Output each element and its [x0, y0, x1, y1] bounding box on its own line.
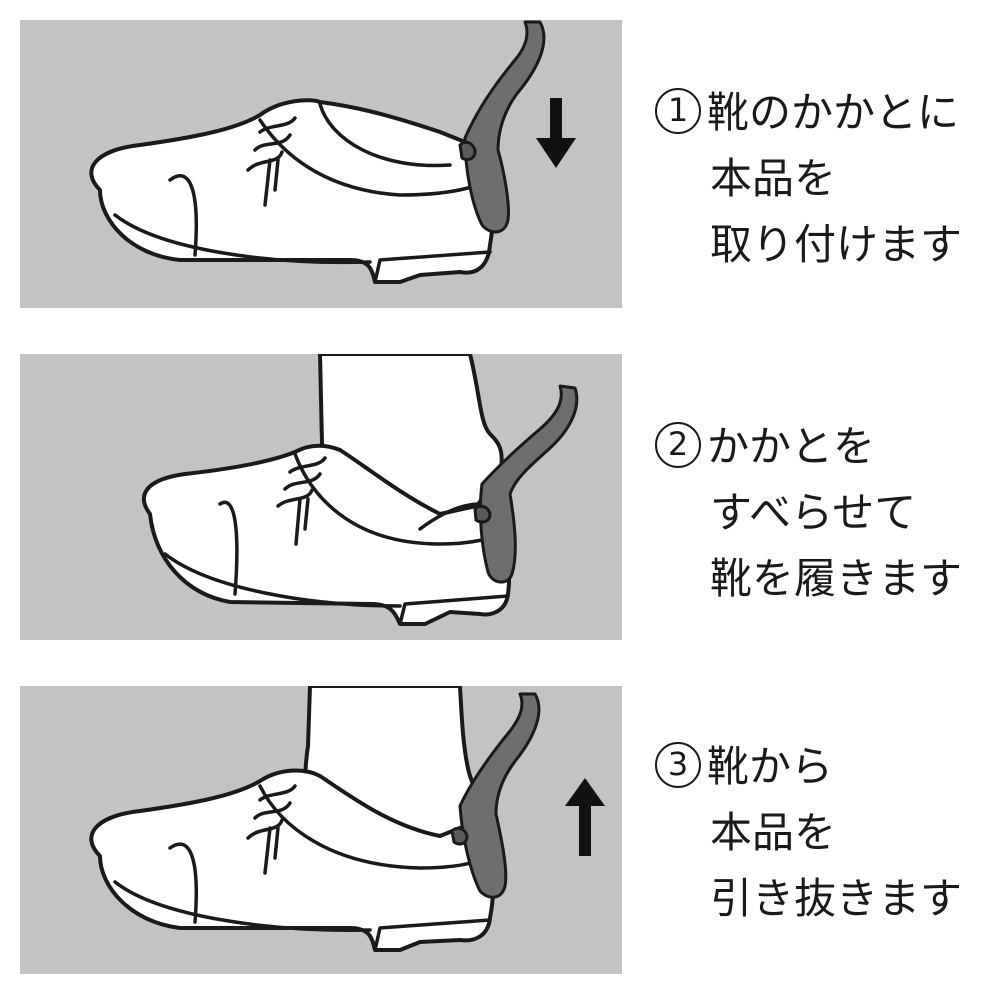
step-3-illustration	[20, 686, 622, 974]
down-arrow-icon	[536, 98, 576, 168]
step-number-badge: 2	[655, 422, 701, 468]
step-number-badge: 1	[655, 88, 701, 134]
shoe-with-horn-illustration	[89, 20, 576, 284]
step-1-line-3: 取り付けます	[710, 220, 963, 269]
shoe-horn-removal-illustration	[89, 686, 605, 952]
step-2-line-2: すべらせて	[710, 488, 917, 537]
foot-entering-shoe-illustration	[141, 354, 579, 626]
step-2-line-3: 靴を履きます	[710, 554, 963, 603]
shoe-horn-icon	[463, 20, 546, 234]
up-arrow-icon	[565, 778, 605, 856]
step-number-badge: 3	[655, 742, 701, 788]
shoe-horn-icon	[458, 692, 541, 899]
step-3-line-2: 本品を	[710, 808, 837, 857]
step-2-illustration	[20, 354, 622, 640]
step-1-line-2: 本品を	[710, 154, 837, 203]
step-1-illustration	[20, 20, 622, 308]
step-3-line-3: 引き抜きます	[710, 874, 963, 923]
shoe-horn-icon	[478, 384, 579, 584]
